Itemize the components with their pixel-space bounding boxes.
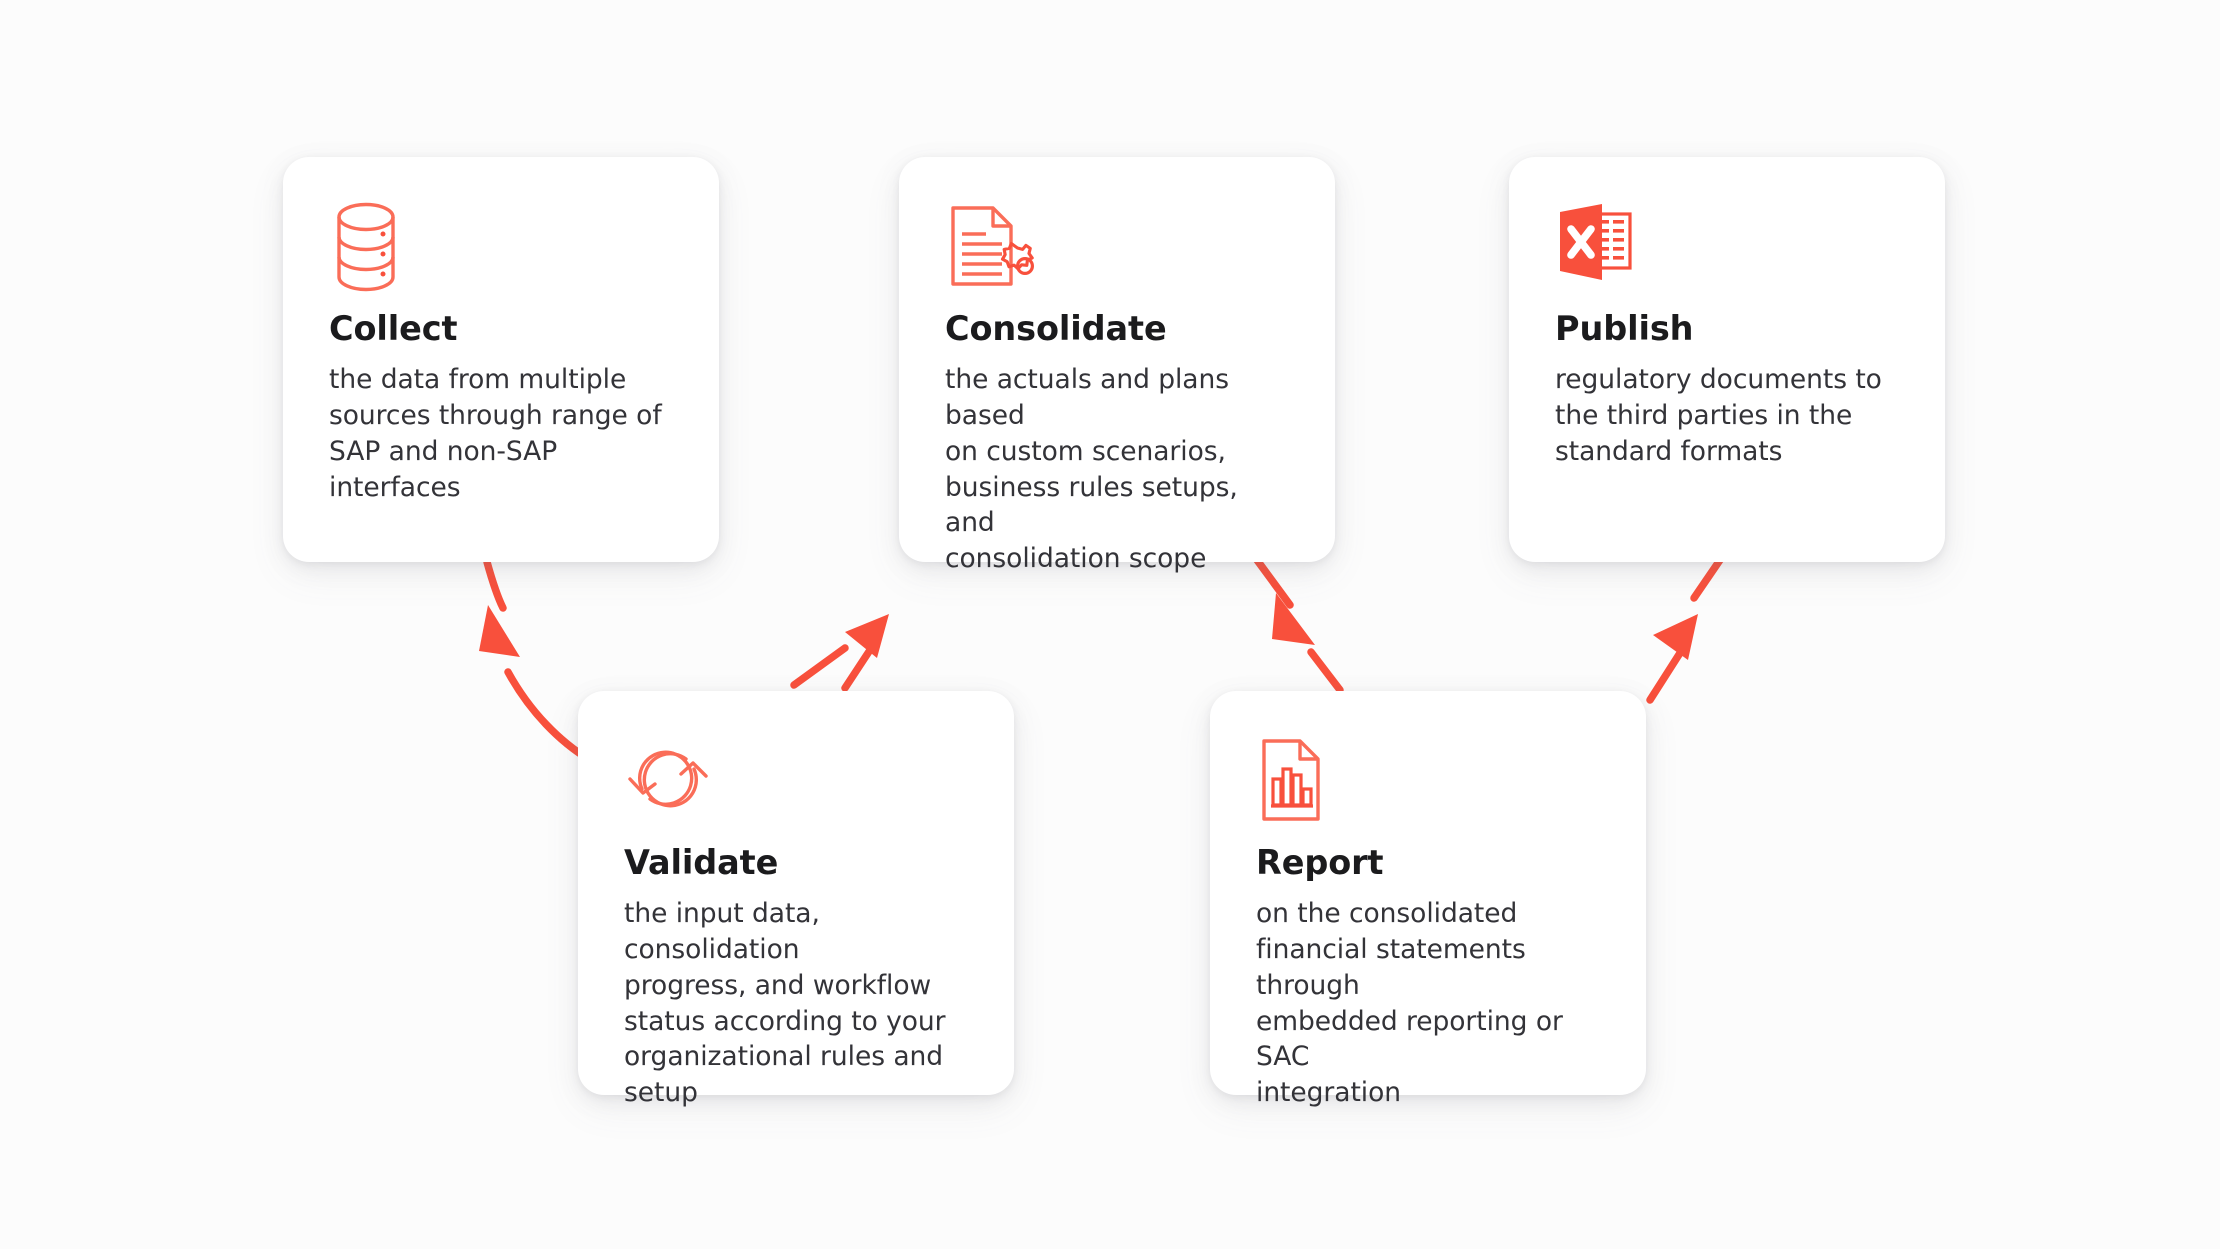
card-publish[interactable]: Publish regulatory documents to the thir…: [1509, 157, 1945, 562]
card-title: Collect: [329, 309, 458, 348]
arrowhead-down: [1272, 593, 1315, 645]
connector-consolidate-to-report: [1253, 556, 1344, 694]
card-title: Report: [1256, 843, 1384, 882]
connector-segment-upper: [483, 558, 507, 612]
card-collect[interactable]: Collect the data from multiple sources t…: [283, 157, 719, 562]
card-description: the input data, consolidation progress, …: [624, 897, 946, 1109]
document-chart-icon: [1256, 735, 1600, 839]
arrowhead-up: [1653, 614, 1698, 660]
excel-spreadsheet-icon: [1555, 201, 1899, 305]
connector-segment-lower: [1690, 556, 1724, 602]
arrowhead-up: [845, 614, 889, 658]
card-description: on the consolidated financial statements…: [1256, 897, 1563, 1109]
card-description: the data from multiple sources through r…: [329, 363, 662, 503]
card-consolidate[interactable]: Consolidate the actuals and plans based …: [899, 157, 1335, 574]
connector-report-to-publish: [1646, 556, 1724, 704]
card-description: the actuals and plans based on custom sc…: [945, 363, 1238, 575]
card-report[interactable]: Report on the consolidated financial sta…: [1210, 691, 1646, 1108]
card-title: Publish: [1555, 309, 1694, 348]
card-description: regulatory documents to the third partie…: [1555, 363, 1882, 467]
connector-segment-lower: [790, 644, 849, 689]
card-title: Validate: [624, 843, 779, 882]
card-title: Consolidate: [945, 309, 1167, 348]
card-validate[interactable]: Validate the input data, consolidation p…: [578, 691, 1014, 1108]
document-gear-icon: [945, 201, 1289, 305]
connector-segment-lower: [1307, 648, 1344, 694]
sync-refresh-icon: [624, 735, 968, 839]
connector-collect-to-validate: [479, 558, 594, 764]
connector-segment-upper: [1646, 649, 1684, 704]
connector-validate-to-consolidate: [790, 614, 889, 692]
connector-segment-upper: [841, 646, 874, 692]
arrowhead-down: [479, 605, 520, 657]
database-icon: [329, 201, 673, 305]
